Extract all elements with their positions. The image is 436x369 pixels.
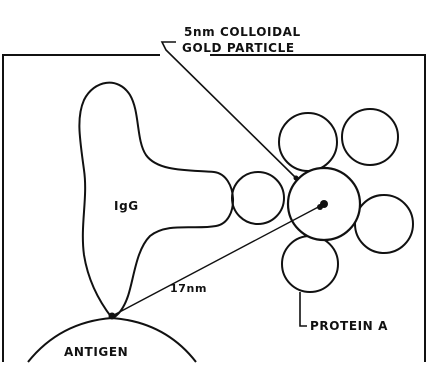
distance-end-dot (317, 204, 323, 210)
particle-leader-line (162, 42, 296, 178)
distance-line (112, 204, 324, 316)
igg-label: IgG (114, 199, 139, 213)
frame-border (2, 55, 425, 362)
protein-a-circle (279, 113, 337, 171)
particle-leader-dot (294, 176, 299, 181)
protein-a-leader (300, 292, 307, 326)
protein-a-circle (282, 236, 338, 292)
protein-a-circle (355, 195, 413, 253)
igg-antibody-outline (79, 83, 233, 318)
gold-particle-label-line2: GOLD PARTICLE (182, 41, 295, 55)
gold-particle-label: 5nm COLLOIDAL (184, 25, 301, 39)
antigen-label: ANTIGEN (64, 345, 128, 359)
protein-a-circle (342, 109, 398, 165)
protein-a-circle (232, 172, 284, 224)
protein-a-label: PROTEIN A (310, 319, 388, 333)
distance-label: 17nm (170, 282, 207, 295)
